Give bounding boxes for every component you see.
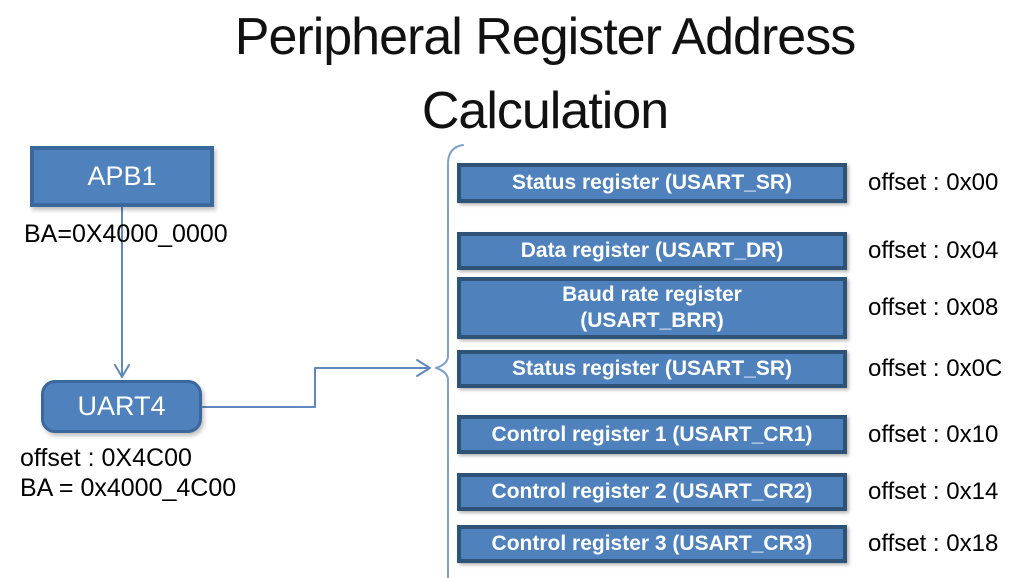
register-label: Control register 1 (USART_CR1) [491, 422, 813, 446]
uart4-node-label: UART4 [77, 391, 166, 421]
page-title: Peripheral Register Address Calculation [66, 0, 1024, 148]
register-box-control-cr2: Control register 2 (USART_CR2) [457, 473, 847, 511]
register-offset-0x14: offset : 0x14 [868, 478, 999, 505]
register-label: Status register (USART_SR) [511, 357, 793, 380]
register-label-line2: (USART_BRR) [580, 309, 724, 332]
register-box-data-dr: Data register (USART_DR) [457, 232, 847, 270]
page-title-line2: Calculation [421, 82, 669, 140]
page-title-line1: Peripheral Register Address [234, 8, 856, 66]
register-offset-0x10: offset : 0x10 [868, 421, 999, 448]
register-box-baud-rate-brr: Baud rate register (USART_BRR) [457, 277, 847, 339]
register-label: Status register (USART_SR) [511, 171, 793, 194]
register-offset-0x08: offset : 0x08 [868, 294, 999, 321]
apb1-base-address-label: BA=0X4000_0000 [24, 220, 228, 248]
uart4-base-address-label: BA = 0x4000_4C00 [20, 474, 237, 502]
register-label-line1: Baud rate register [562, 283, 742, 306]
register-label: Control register 3 (USART_CR3) [491, 532, 813, 555]
register-offset-0x00: offset : 0x00 [868, 169, 999, 196]
uart4-offset-label: offset : 0X4C00 [20, 444, 192, 472]
register-box-status-sr-2: Status register (USART_SR) [457, 350, 847, 388]
register-box-status-sr: Status register (USART_SR) [457, 163, 847, 203]
uart4-to-registers-arrow [202, 359, 431, 408]
register-box-control-cr1: Control register 1 (USART_CR1) [457, 415, 847, 454]
register-offset-0x0c: offset : 0x0C [868, 355, 1003, 382]
register-label: Control register 2 (USART_CR2) [491, 480, 813, 503]
register-label: Data register (USART_DR) [520, 239, 784, 262]
register-offset-0x18: offset : 0x18 [868, 530, 999, 557]
register-box-control-cr3: Control register 3 (USART_CR3) [457, 525, 847, 563]
register-offset-0x04: offset : 0x04 [868, 237, 999, 264]
uart4-node: UART4 [41, 380, 202, 433]
apb1-node: APB1 [30, 146, 214, 207]
apb1-node-label: APB1 [87, 161, 157, 191]
